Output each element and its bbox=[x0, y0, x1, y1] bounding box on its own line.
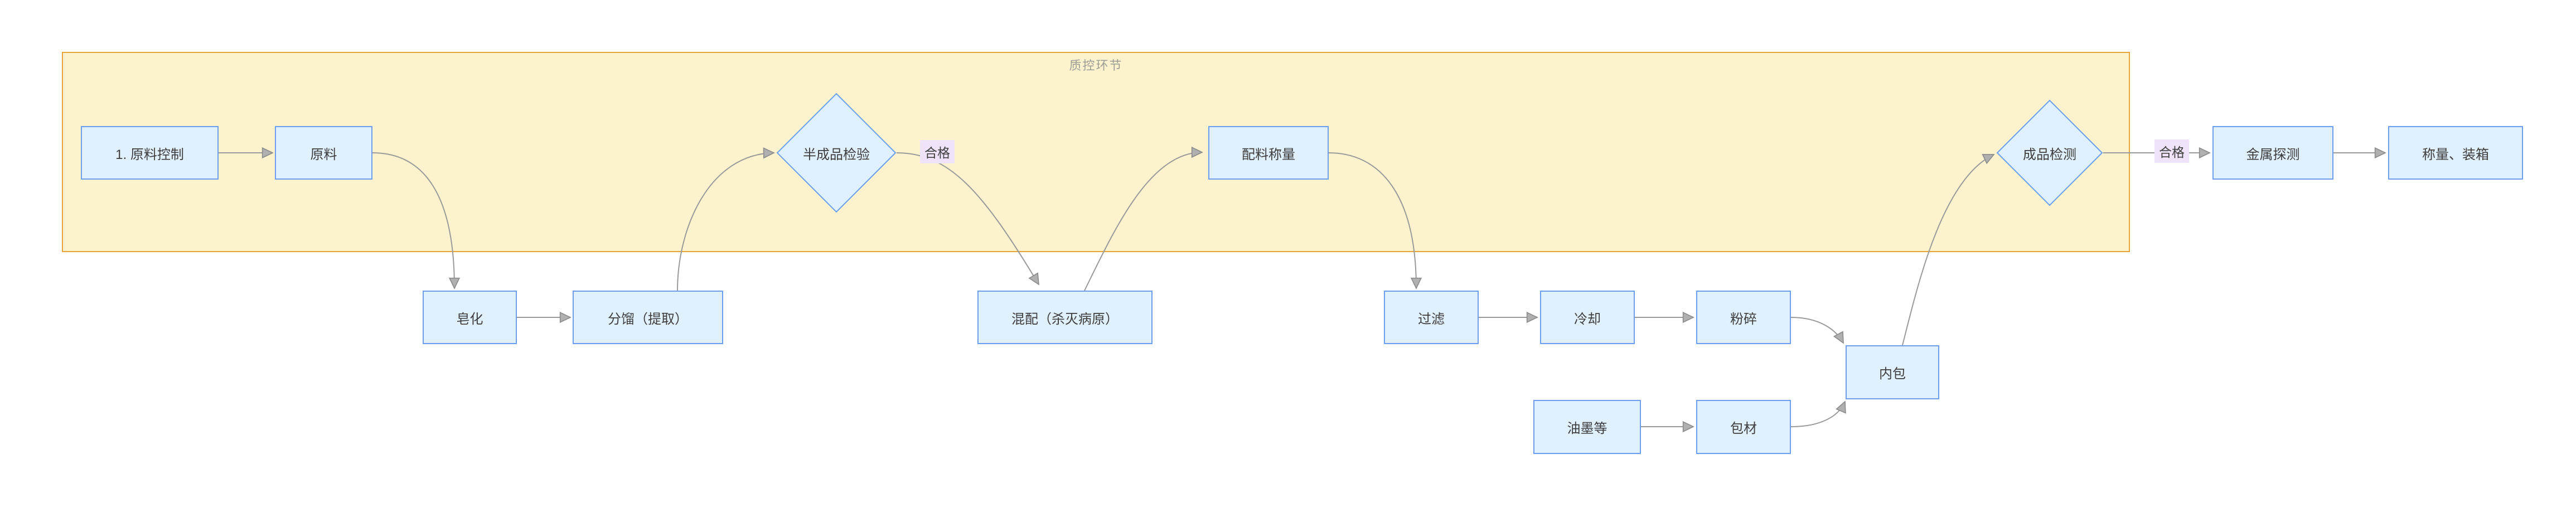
node-label: 冷却 bbox=[1574, 311, 1601, 327]
edge-packaging-material-to-inner-pack bbox=[1790, 402, 1845, 427]
node-label: 混配（杀灭病原） bbox=[1011, 311, 1118, 327]
decision-finished-product-inspection[interactable]: 成品检测 bbox=[1996, 99, 2103, 206]
diamond-shape bbox=[1996, 99, 2103, 206]
node-label: 成品检测 bbox=[2023, 147, 2076, 162]
node-ink-etc[interactable]: 油墨等 bbox=[1533, 400, 1641, 454]
edge-label-qualified-final[interactable]: 合格 bbox=[2154, 139, 2189, 163]
qc-group-title: 质控环节 bbox=[1069, 59, 1123, 73]
node-label: 过滤 bbox=[1418, 311, 1445, 327]
node-metal-detection[interactable]: 金属探测 bbox=[2212, 126, 2333, 180]
node-label: 称量、装箱 bbox=[2422, 147, 2489, 162]
node-label: 分馏（提取） bbox=[608, 311, 688, 327]
node-label: 1. 原料控制 bbox=[115, 147, 184, 162]
edge-label-qualified-semi[interactable]: 合格 bbox=[920, 140, 955, 163]
node-cooling[interactable]: 冷却 bbox=[1540, 291, 1635, 344]
decision-semi-product-inspection[interactable]: 半成品检验 bbox=[776, 93, 897, 213]
node-filtering[interactable]: 过滤 bbox=[1384, 291, 1479, 344]
node-label: 半成品检验 bbox=[803, 147, 870, 162]
node-mixing-pathogen-kill[interactable]: 混配（杀灭病原） bbox=[977, 291, 1153, 344]
node-packaging-material[interactable]: 包材 bbox=[1696, 400, 1791, 454]
node-inner-packing[interactable]: 内包 bbox=[1846, 345, 1939, 399]
node-saponification[interactable]: 皂化 bbox=[423, 291, 517, 344]
node-crushing[interactable]: 粉碎 bbox=[1696, 291, 1791, 344]
node-raw-material[interactable]: 原料 bbox=[275, 126, 372, 180]
node-label: 金属探测 bbox=[2246, 147, 2300, 162]
node-label: 粉碎 bbox=[1730, 311, 1757, 327]
node-label: 包材 bbox=[1730, 421, 1757, 436]
node-label: 皂化 bbox=[456, 311, 483, 327]
node-ingredient-weighing[interactable]: 配料称量 bbox=[1208, 126, 1329, 180]
node-label: 配料称量 bbox=[1242, 147, 1295, 162]
node-label: 油墨等 bbox=[1567, 421, 1607, 436]
diamond-shape bbox=[776, 93, 897, 213]
node-weigh-and-box[interactable]: 称量、装箱 bbox=[2388, 126, 2523, 180]
node-label: 原料 bbox=[310, 147, 337, 162]
node-label: 内包 bbox=[1879, 366, 1906, 382]
edge-crushing-to-inner-pack bbox=[1790, 317, 1843, 343]
node-raw-material-control[interactable]: 1. 原料控制 bbox=[81, 126, 219, 180]
node-fractionation-extraction[interactable]: 分馏（提取） bbox=[573, 291, 723, 344]
